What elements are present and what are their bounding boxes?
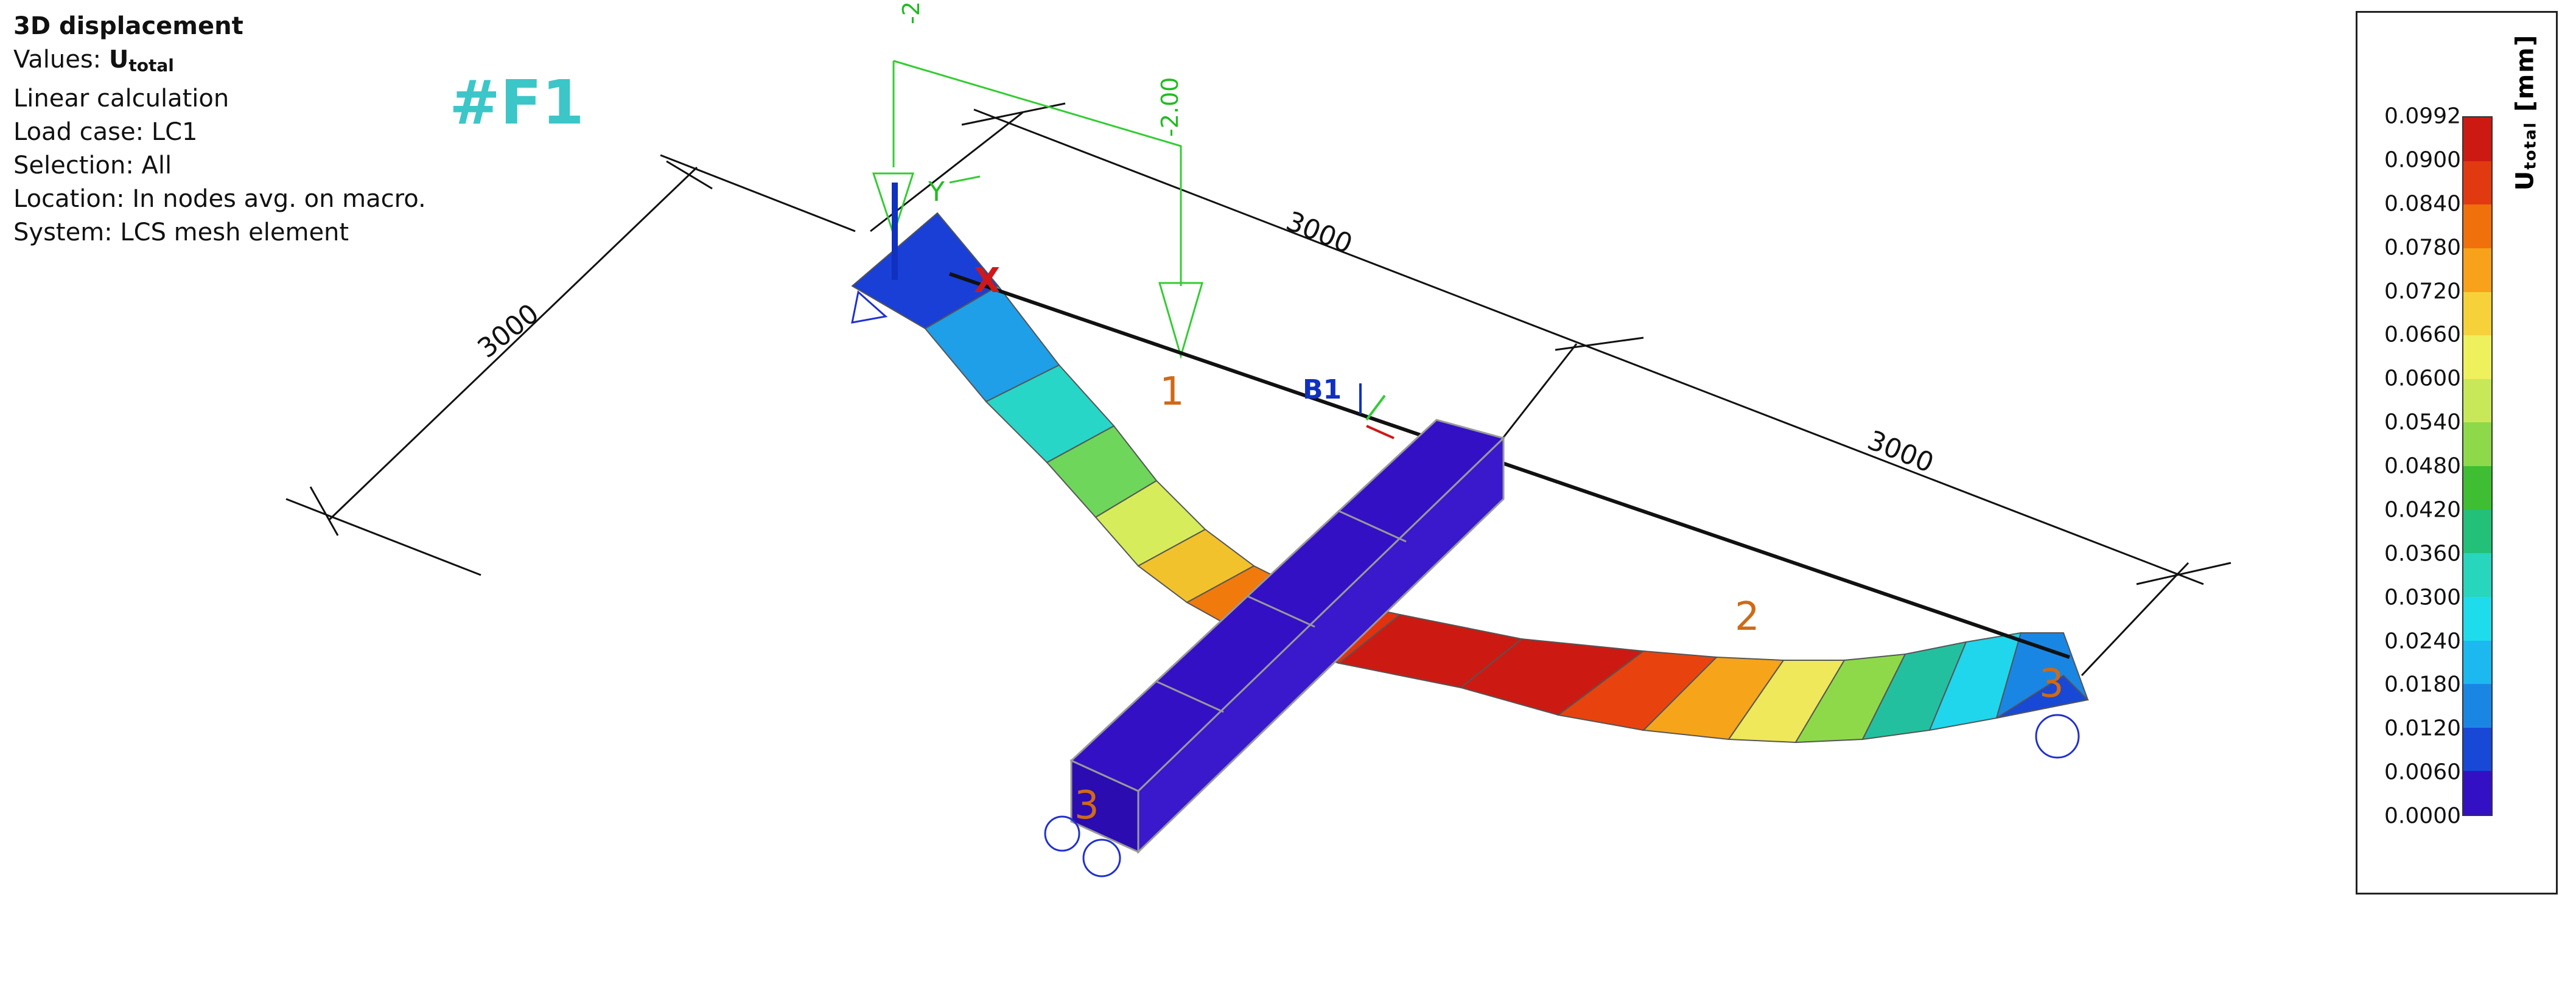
legend-symbol: U — [2511, 169, 2539, 191]
legend-unit: [mm] — [2511, 33, 2539, 112]
legend-tick-label: 0.0720 — [2384, 279, 2461, 304]
supports — [851, 290, 2080, 877]
result-values-row: Values: Utotal — [13, 43, 426, 82]
load-arrows — [872, 60, 1203, 360]
result-selection: Selection: All — [13, 152, 172, 180]
result-info-panel: 3D displacement Values: Utotal Linear ca… — [13, 10, 426, 249]
axis-x-label: X — [974, 261, 1000, 301]
legend-color-band — [2463, 771, 2491, 815]
legend-color-band — [2463, 378, 2491, 423]
legend-tick-label: 0.0660 — [2384, 322, 2461, 347]
legend-color-band — [2463, 291, 2491, 336]
legend-color-band — [2463, 684, 2491, 728]
legend-color-band — [2463, 727, 2491, 772]
result-load-case: Load case: LC1 — [13, 118, 198, 146]
axis-y-label: Y — [928, 176, 945, 208]
legend-tick-label: 0.0540 — [2384, 410, 2461, 435]
legend-color-band — [2463, 161, 2491, 205]
legend-tick-label: 0.0240 — [2384, 629, 2461, 654]
legend-title: Utotal [mm] — [2501, 33, 2547, 208]
local-axes-icon — [1359, 383, 1395, 439]
dimension-labels: 3000 3000 3000 — [472, 206, 1937, 479]
load-value-label: -2.00 — [1157, 77, 1183, 137]
legend-color-band — [2463, 422, 2491, 466]
result-location: Location: In nodes avg. on macro. — [13, 185, 426, 213]
legend-tick-label: 0.0992 — [2384, 103, 2461, 129]
result-title: 3D displacement — [13, 12, 243, 40]
beam-axis — [949, 272, 2070, 659]
legend-subscript: total — [2521, 121, 2540, 170]
legend-tick-label: 0.0600 — [2384, 366, 2461, 391]
legend-tick-label: 0.0900 — [2384, 147, 2461, 173]
legend-tick-label: 0.0180 — [2384, 672, 2461, 697]
result-calculation: Linear calculation — [13, 85, 229, 113]
values-symbol: U — [108, 46, 129, 74]
dimension-lines — [285, 102, 2231, 677]
legend-color-band — [2463, 204, 2491, 248]
legend-tick-label: 0.0000 — [2384, 803, 2461, 829]
legend-tick-label: 0.0480 — [2384, 453, 2461, 479]
legend-tick-label: 0.0120 — [2384, 716, 2461, 741]
member-3-label-end: 3 — [2039, 661, 2064, 706]
color-legend: Utotal [mm] 0.0992 0.0900 0.0840 0.0780 0.07… — [2356, 11, 2558, 895]
member-2-label: 2 — [1735, 595, 1760, 640]
legend-color-band — [2463, 509, 2491, 554]
legend-tick-label: 0.0060 — [2384, 759, 2461, 785]
beam-segment — [1996, 674, 2090, 719]
legend-color-band — [2463, 466, 2491, 510]
dim-right-label: 3000 — [1863, 425, 1938, 479]
load-value-cut-label: -2. — [898, 0, 925, 24]
legend-tick-label: 0.0300 — [2384, 585, 2461, 610]
legend-color-band — [2463, 335, 2491, 379]
member-1-label: 1 — [1160, 369, 1185, 414]
legend-color-band — [2463, 640, 2491, 685]
dim-left-label: 3000 — [472, 298, 545, 364]
legend-tick-label: 0.0780 — [2384, 235, 2461, 260]
legend-color-bar — [2462, 116, 2493, 816]
legend-color-band — [2463, 248, 2491, 292]
dim-top-label: 3000 — [1282, 206, 1357, 260]
figure-tag: #F1 — [449, 67, 584, 138]
values-subscript: total — [128, 55, 174, 75]
result-system: System: LCS mesh element — [13, 218, 349, 246]
legend-tick-label: 0.0360 — [2384, 541, 2461, 567]
member-3-label: 3 — [1074, 783, 1099, 828]
legend-tick-label: 0.0420 — [2384, 497, 2461, 523]
values-label: Values: — [13, 46, 109, 74]
beam-name-label: B1 — [1303, 374, 1342, 405]
legend-color-band — [2463, 553, 2491, 597]
legend-color-band — [2463, 117, 2491, 161]
legend-tick-label: 0.0840 — [2384, 191, 2461, 217]
member-labels: 1 2 3 3 — [1074, 369, 2064, 828]
legend-color-band — [2463, 596, 2491, 641]
crossing-beam — [1069, 419, 1505, 854]
